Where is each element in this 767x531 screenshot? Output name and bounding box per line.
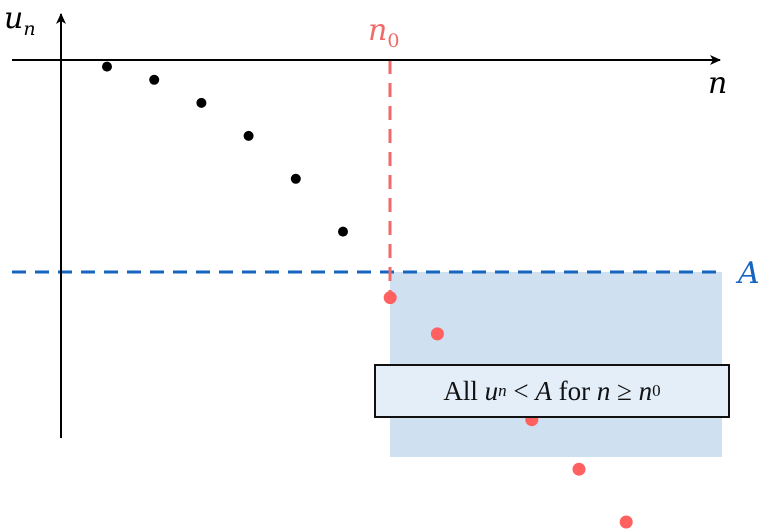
annotation-geq: ≥ <box>610 375 639 406</box>
annotation-prefix: All <box>443 375 485 406</box>
annotation-n: n <box>596 375 611 406</box>
sequence-point-before-n0 <box>338 226 348 237</box>
sequence-point-after-n0 <box>572 462 586 476</box>
annotation-for: for <box>551 375 597 406</box>
threshold-label: A <box>735 256 760 291</box>
n0-label: n0 <box>368 13 399 52</box>
sequence-point-after-n0 <box>383 291 397 305</box>
sequence-point-before-n0 <box>196 97 207 108</box>
y-axis-label: un <box>4 1 36 40</box>
annotation-A: A <box>535 375 552 406</box>
annotation-u-sub: n <box>498 381 507 400</box>
sequence-point-after-n0 <box>430 327 444 341</box>
sequence-point-before-n0 <box>290 173 301 184</box>
annotation-n0: n <box>638 375 653 406</box>
annotation-lt: < <box>506 375 536 406</box>
sequence-point-before-n0 <box>243 130 254 141</box>
x-axis-label: n <box>708 66 727 101</box>
sequence-point-after-n0 <box>619 515 633 529</box>
sequence-point-before-n0 <box>102 61 112 72</box>
annotation-n0-sub: 0 <box>652 381 661 400</box>
annotation-u: u <box>484 375 499 406</box>
sequence-point-before-n0 <box>149 74 160 85</box>
